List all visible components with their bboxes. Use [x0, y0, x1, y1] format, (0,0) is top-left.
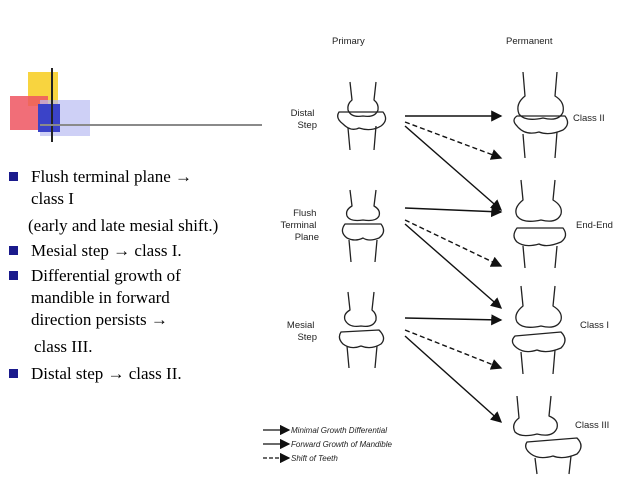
primary-label-mesial-step: Mesial Step	[287, 320, 317, 343]
dashed-arrow-flush-to-end-end	[404, 219, 503, 267]
bullet-text: mandible in forward	[31, 288, 170, 307]
square-bullet-icon	[9, 246, 18, 255]
bullet-item: Flush terminal plane → class I	[6, 166, 268, 210]
permanent-tooth-end-end	[513, 179, 567, 269]
bullet-note: class III.	[34, 337, 93, 356]
bullet-note: (early and late mesial shift.)	[28, 216, 219, 235]
bullet-item: Distal step → class II.	[6, 363, 268, 385]
bullet-item: Mesial step → class I.	[6, 240, 268, 262]
permanent-tooth-class-iii	[513, 395, 582, 475]
permanent-tooth-class-ii	[513, 71, 569, 159]
arrow-mesial-to-class-i	[404, 314, 503, 326]
permanent-label-end-end: End-End	[576, 220, 613, 231]
square-bullet-icon	[9, 369, 18, 378]
legend: Minimal Growth Differential Forward Grow…	[263, 424, 392, 464]
legend-shift-of-teeth: Shift of Teeth	[291, 454, 338, 463]
bullet-item: Differential growth of mandible in forwa…	[6, 265, 268, 331]
bullet-text: class I	[31, 189, 74, 208]
bullet-list: Flush terminal plane → class I (early an…	[6, 166, 268, 385]
permanent-label-class-i: Class I	[580, 320, 609, 331]
square-bullet-icon	[9, 172, 18, 181]
permanent-label-class-ii: Class II	[573, 113, 605, 124]
permanent-tooth-class-i	[511, 285, 566, 375]
arrow-distal-to-end-end	[404, 125, 503, 211]
legend-minimal-growth: Minimal Growth Differential	[291, 426, 387, 435]
square-bullet-icon	[9, 271, 18, 280]
primary-tooth-flush	[341, 189, 385, 263]
bullet-text: Distal step → class II.	[31, 364, 182, 383]
legend-forward-growth: Forward Growth of Mandible	[291, 440, 392, 449]
permanent-label-class-iii: Class III	[575, 420, 609, 431]
primary-tooth-mesial	[338, 291, 385, 369]
arrow-flush-to-end-end	[404, 205, 503, 218]
bullet-text: Differential growth of	[31, 266, 181, 285]
primary-label-flush-terminal-plane: Flush Terminal Plane	[280, 208, 319, 243]
occlusion-diagram: Primary Permanent Distal Step Flush Term…	[263, 36, 613, 475]
arrow-mesial-to-class-iii	[404, 335, 503, 423]
primary-label-distal-step: Distal Step	[291, 108, 317, 131]
bullet-text: Mesial step → class I.	[31, 241, 182, 260]
bullet-text: direction persists →	[31, 310, 168, 329]
column-header-permanent: Permanent	[506, 36, 553, 47]
arrow-flush-to-class-i	[404, 223, 503, 309]
dashed-arrow-distal-to-class-ii	[404, 121, 503, 160]
dashed-arrow-mesial-to-class-i	[404, 329, 503, 370]
column-header-primary: Primary	[332, 36, 365, 47]
divider-line	[40, 124, 262, 126]
decorative-logo	[10, 68, 90, 142]
primary-tooth-distal	[337, 81, 387, 151]
bullet-text: Flush terminal plane →	[31, 167, 193, 186]
